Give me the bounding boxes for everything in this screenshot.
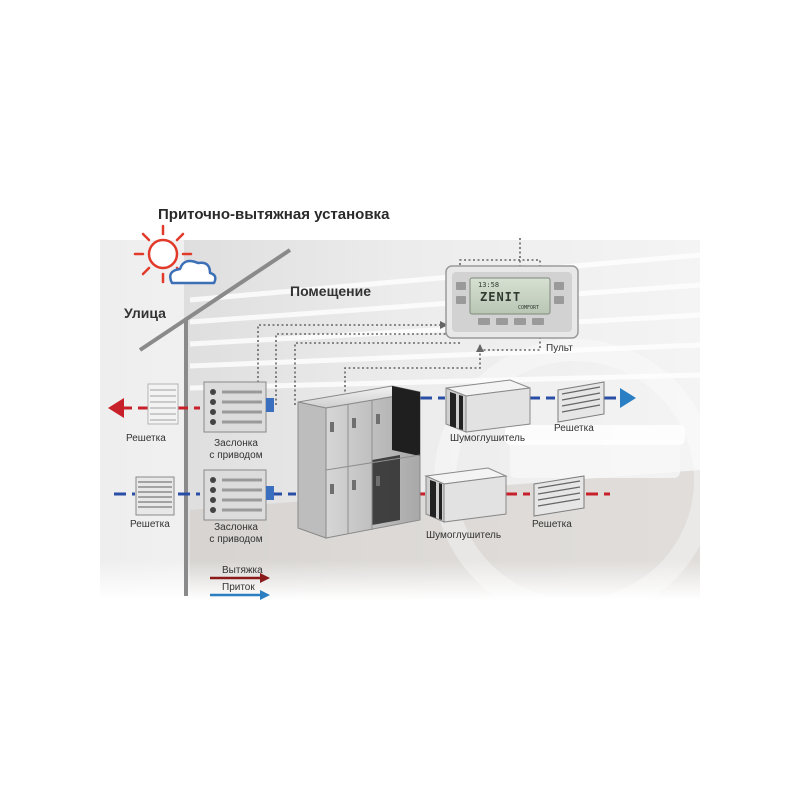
grille-room-top-label: Решетка (554, 423, 594, 434)
damper-top-label-line1: Заслонка (214, 438, 258, 449)
supply-outlet-arrow (620, 388, 636, 408)
grille-outside-top-label: Решетка (126, 433, 166, 444)
zone-outside-label: Улица (124, 305, 166, 321)
legend-exhaust-label: Вытяжка (222, 565, 263, 576)
damper-top-label-line2: с приводом (209, 450, 263, 461)
grille-room-top (557, 381, 605, 423)
diagram-title: Приточно-вытяжная установка (158, 206, 390, 223)
legend-supply-label: Приток (222, 582, 255, 593)
grille-room-bottom-label: Решетка (532, 519, 572, 530)
damper-top (203, 381, 274, 433)
silencer-bottom-label: Шумоглушитель (426, 530, 502, 541)
silencer-bottom (424, 467, 508, 523)
air-handling-unit (297, 385, 421, 539)
damper-bottom-label-line2: с приводом (209, 534, 263, 545)
legend-exhaust-arrow (210, 573, 270, 583)
zone-inside-label: Помещение (290, 283, 372, 299)
controller-mode: COMFORT (518, 305, 540, 311)
silencer-top-label: Шумоглушитель (450, 433, 526, 444)
legend-supply-arrow (210, 590, 270, 600)
sun-cloud-icon (133, 224, 217, 285)
silencer-top (445, 379, 531, 433)
grille-room-bottom (533, 475, 585, 517)
controller-brand: ZENIT (480, 290, 522, 304)
grille-outside-bottom-label: Решетка (130, 519, 170, 530)
damper-bottom (203, 469, 274, 521)
grille-outside-bottom (135, 476, 175, 516)
controller-label: Пульт (546, 343, 573, 354)
exhaust-arrow-outside (108, 398, 124, 418)
damper-bottom-label-line1: Заслонка (214, 522, 258, 533)
controller-panel (445, 265, 579, 339)
controller-time: 13:58 (478, 281, 500, 289)
damper-bottom-label: Заслонка с приводом (196, 522, 276, 546)
damper-top-label: Заслонка с приводом (196, 438, 276, 462)
grille-outside-top (147, 383, 179, 425)
